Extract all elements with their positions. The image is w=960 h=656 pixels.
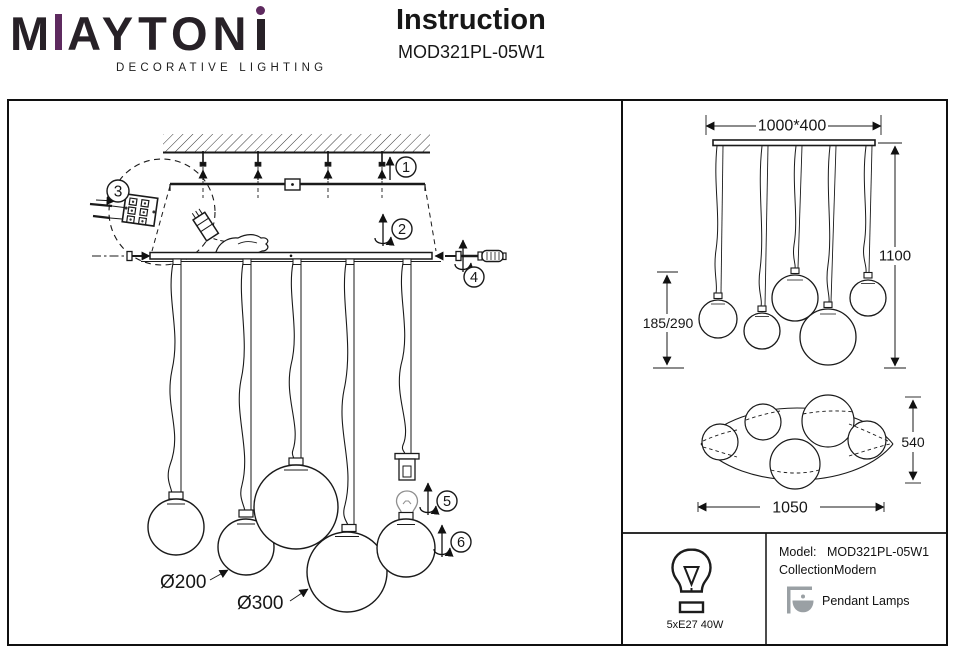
- step6-rotate-icon: [434, 525, 450, 557]
- logo-letters: AYTON: [67, 7, 252, 60]
- dimension-drawing-plan: 1050 540: [697, 394, 925, 517]
- globe-200: [217, 518, 275, 576]
- installation-diagram: Ø200 Ø300 1 2 3 4 5 6: [89, 134, 507, 614]
- page-title: Instruction: [396, 4, 546, 36]
- step-number-6: 6: [457, 535, 465, 551]
- dim-drop: 185/290: [643, 315, 694, 331]
- spec-collection-value: Modern: [834, 563, 877, 577]
- step2-rotate-icon: [375, 214, 391, 246]
- d200-leader: [209, 569, 229, 581]
- label-d200: Ø200: [160, 572, 206, 593]
- step5-rotate-icon: [420, 483, 436, 515]
- logo-purple-bar: [55, 14, 63, 50]
- globe-300: [306, 531, 388, 613]
- pendant-cords: [167, 262, 412, 527]
- dim-plate: 1000*400: [758, 118, 827, 135]
- ceiling-plate: [712, 139, 876, 147]
- dim-total-height: 1100: [879, 248, 911, 265]
- logo-letter-m: M: [10, 7, 55, 60]
- hand-with-connector: [191, 208, 269, 257]
- spec-lamp: 5xE27 40W: [666, 619, 724, 631]
- pendant-globes: [147, 457, 388, 613]
- spec-bulb-icon: [671, 548, 712, 614]
- dimension-drawing-front: 1000*400: [643, 115, 911, 369]
- step-number-2: 2: [398, 222, 406, 238]
- globe-detached: [376, 518, 436, 578]
- step-number-3: 3: [114, 184, 123, 201]
- screwdriver: [461, 249, 507, 263]
- logo-tagline: DECORATIVE LIGHTING: [116, 62, 328, 74]
- pendant-lamp-icon: [787, 586, 814, 614]
- spec-model-label: Model:: [779, 545, 817, 559]
- spec-model-value: MOD321PL-05W1: [827, 545, 930, 559]
- ceiling-hatch: [163, 134, 430, 152]
- ceiling-anchors: [198, 150, 387, 198]
- label-d300: Ø300: [237, 593, 283, 614]
- globe-200: [147, 498, 205, 556]
- socket-pendant: [376, 452, 436, 578]
- step-number-5: 5: [443, 494, 451, 510]
- dim-plan-depth: 540: [901, 434, 925, 450]
- step-badges: 1 2 3 4 5 6: [106, 156, 485, 553]
- mounting-bracket: [151, 178, 437, 252]
- spec-category: Pendant Lamps: [822, 594, 910, 608]
- d300-leader: [289, 588, 309, 602]
- spec-collection-label: Collection:: [779, 563, 838, 577]
- wire: [92, 214, 111, 220]
- wire: [89, 202, 113, 208]
- page-model-number: MOD321PL-05W1: [398, 42, 546, 62]
- diagram-frame: [7, 99, 948, 646]
- step-number-4: 4: [470, 270, 478, 286]
- step-number-1: 1: [402, 160, 410, 176]
- globe-300: [253, 464, 339, 550]
- wire-tip: [111, 205, 125, 208]
- frame-partitions: [621, 101, 946, 644]
- logo-purple-dot: [255, 6, 265, 15]
- terminal-block: [121, 193, 159, 227]
- logo-letter-i: [255, 6, 265, 50]
- dim-plan-width: 1050: [772, 500, 808, 517]
- wire-tip: [109, 217, 123, 220]
- canopy-bar: [92, 250, 462, 265]
